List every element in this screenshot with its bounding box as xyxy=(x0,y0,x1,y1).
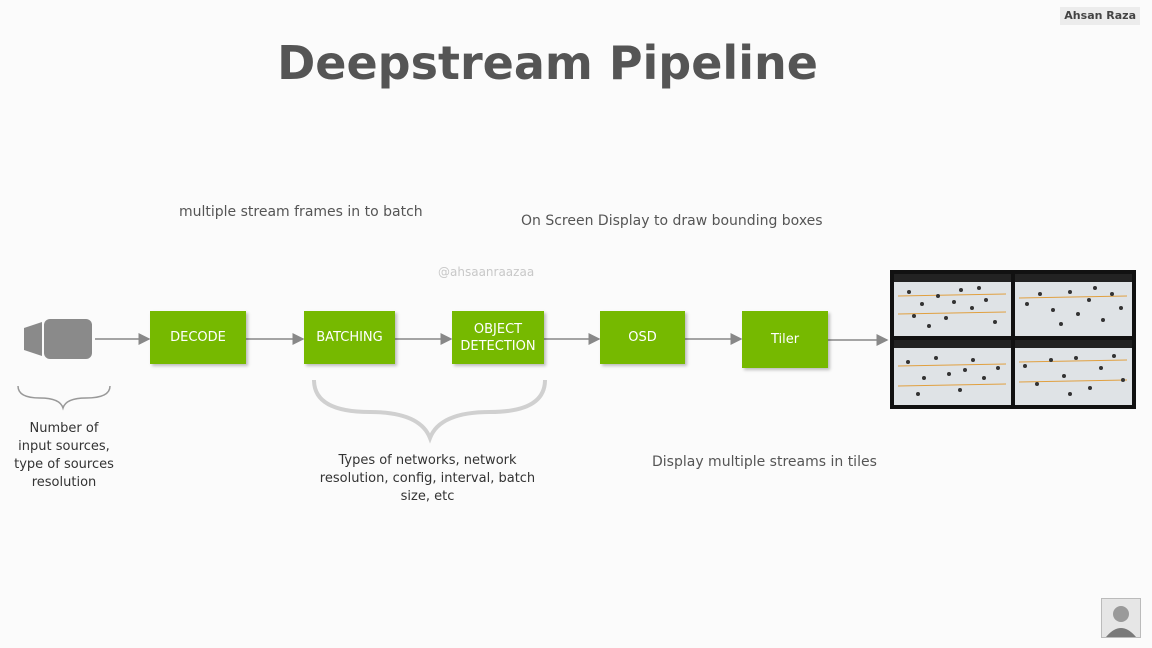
networks-brace xyxy=(312,379,547,444)
page-title: Deepstream Pipeline xyxy=(277,36,818,90)
sources-caption-line: resolution xyxy=(31,475,97,490)
tile-stream-1 xyxy=(894,274,1011,336)
tile-stream-4 xyxy=(1015,340,1132,405)
networks-caption-line: size, etc xyxy=(400,489,455,504)
sources-caption-line: input sources, xyxy=(18,439,110,454)
networks-caption-line: Types of networks, network xyxy=(338,453,517,468)
sources-caption-line: Number of xyxy=(29,421,99,436)
networks-caption-line: resolution, config, interval, batch xyxy=(319,471,536,486)
tiled-display-preview xyxy=(890,270,1136,409)
stage-tiler: Tiler xyxy=(742,311,828,368)
stage-batching: BATCHING xyxy=(304,311,395,364)
presenter-avatar xyxy=(1101,598,1141,638)
watermark: @ahsaanraazaa xyxy=(438,265,535,279)
stage-object-detection: OBJECT DETECTION xyxy=(452,311,544,364)
tile-stream-2 xyxy=(1015,274,1132,336)
stage-osd: OSD xyxy=(600,311,685,364)
batching-note: multiple stream frames in to batch xyxy=(179,204,423,220)
sources-caption: Number of input sources, type of sources… xyxy=(5,420,123,492)
tile-stream-3 xyxy=(894,340,1011,405)
networks-caption: Types of networks, network resolution, c… xyxy=(305,452,550,506)
stage-decode: DECODE xyxy=(150,311,246,364)
sources-brace xyxy=(17,385,111,411)
sources-caption-line: type of sources xyxy=(14,457,114,472)
author-badge: Ahsan Raza xyxy=(1060,7,1140,25)
tiler-note: Display multiple streams in tiles xyxy=(652,454,877,470)
video-camera-icon xyxy=(24,319,92,359)
osd-note: On Screen Display to draw bounding boxes xyxy=(521,213,823,229)
